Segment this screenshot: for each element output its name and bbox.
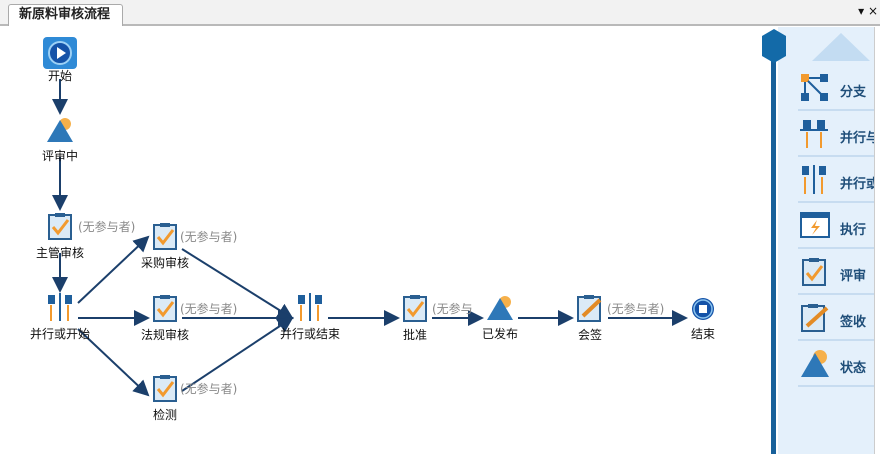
edge: [77, 328, 150, 397]
participant-annotation: (无参与者): [180, 382, 238, 396]
tab-bar: 新原料审核流程 ▾ ×: [0, 0, 880, 26]
node-approve[interactable]: 批准: [370, 294, 460, 343]
node-purchase-review[interactable]: 采购审核: [120, 222, 210, 271]
execute-icon: [800, 212, 830, 238]
clipboard-pen-icon: [801, 304, 829, 332]
palette-item-sign[interactable]: 签收: [798, 297, 874, 341]
splitter-hexagon-handle[interactable]: [761, 29, 787, 63]
play-icon: [43, 37, 77, 69]
node-end[interactable]: 结束: [658, 297, 748, 342]
edge: [181, 248, 294, 320]
scrollbar[interactable]: [874, 27, 880, 454]
state-icon: [801, 350, 829, 377]
node-parallel-or-end[interactable]: 并行或结束: [265, 293, 355, 342]
node-reviewing[interactable]: 评审中: [15, 117, 105, 164]
clipboard-check-icon: [48, 213, 72, 240]
state-icon: [487, 296, 513, 320]
clipboard-check-icon: [802, 258, 826, 286]
palette-item-execute[interactable]: 执行: [798, 205, 874, 249]
parallel-or-icon: [298, 293, 322, 321]
palette-item-review[interactable]: 评审: [798, 251, 874, 295]
palette-item-branch[interactable]: 分支: [798, 67, 874, 111]
clipboard-check-icon: [153, 223, 177, 250]
edges: [52, 79, 688, 397]
parallel-or-icon: [48, 293, 72, 321]
tab-dropdown-button[interactable]: ▾: [858, 4, 865, 18]
scroll-up-icon[interactable]: [812, 33, 870, 61]
palette-item-parallel-and[interactable]: 并行与: [798, 113, 874, 157]
node-published[interactable]: 已发布: [455, 295, 545, 342]
tab-workflow[interactable]: 新原料审核流程: [8, 4, 123, 26]
clipboard-check-icon: [153, 295, 177, 322]
participant-annotation: (无参与: [432, 302, 473, 316]
participant-annotation: (无参与者): [180, 302, 238, 316]
participant-annotation: (无参与者): [78, 220, 136, 234]
edge: [181, 316, 294, 392]
node-test[interactable]: 检测: [120, 374, 210, 423]
node-countersign[interactable]: 会签: [545, 294, 635, 343]
clipboard-pen-icon: [577, 295, 602, 322]
branch-icon: [801, 74, 828, 101]
workflow-canvas[interactable]: 开始 评审中 主管审核 (无参与者) 并行或开始 采购审核 (无参与者) 法规审…: [0, 27, 770, 454]
palette-item-parallel-or[interactable]: 并行或: [798, 159, 874, 203]
clipboard-check-icon: [403, 295, 427, 322]
tab-close-button[interactable]: ×: [867, 4, 878, 18]
clipboard-check-icon: [153, 375, 177, 402]
parallel-and-icon: [800, 120, 828, 148]
stop-icon: [692, 298, 714, 320]
node-parallel-or-start[interactable]: 并行或开始: [15, 293, 105, 342]
palette-item-state[interactable]: 状态: [798, 343, 874, 387]
node-manager-review[interactable]: 主管审核: [15, 212, 105, 261]
node-start[interactable]: 开始: [15, 36, 105, 84]
participant-annotation: (无参与者): [607, 302, 665, 316]
palette-panel: 分支 并行与 并行或 执行 评审 签收 状态: [778, 27, 874, 454]
participant-annotation: (无参与者): [180, 230, 238, 244]
edge: [77, 235, 150, 304]
parallel-or-icon: [802, 165, 826, 194]
node-regulation-review[interactable]: 法规审核: [120, 294, 210, 343]
panel-splitter[interactable]: [771, 40, 776, 454]
state-icon: [47, 118, 73, 142]
